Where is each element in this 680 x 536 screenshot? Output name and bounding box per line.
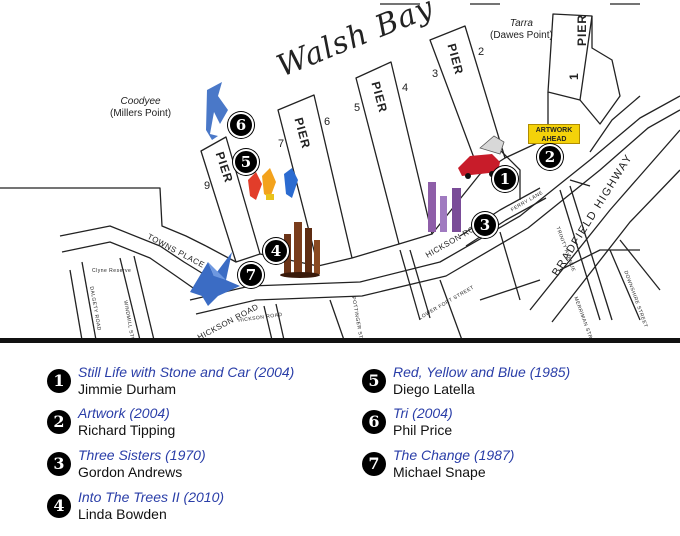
place-label-tarra: Tarra (Dawes Point) <box>490 18 553 42</box>
place-name: Coodyee <box>120 96 161 107</box>
artwork-title[interactable]: Still Life with Stone and Car (2004) <box>78 364 295 380</box>
artist-name: Phil Price <box>393 422 453 438</box>
blue-bird-icon <box>206 82 228 140</box>
artist-name: Richard Tipping <box>78 422 176 438</box>
pier-number: 3 <box>432 68 439 80</box>
artwork-title[interactable]: Artwork (2004) <box>78 405 170 421</box>
map-marker-6[interactable]: 6 <box>228 112 254 138</box>
pier-label: 1 <box>567 72 581 80</box>
pier-number: 9 <box>204 180 211 192</box>
pier-number: 7 <box>278 138 285 150</box>
artwork-title[interactable]: Red, Yellow and Blue (1985) <box>393 364 571 380</box>
artwork-legend: 1 Still Life with Stone and Car (2004) J… <box>0 348 680 536</box>
legend-number: 6 <box>362 410 386 434</box>
artwork-title[interactable]: Into The Trees II (2010) <box>78 489 225 505</box>
map-marker-1[interactable]: 1 <box>492 166 518 192</box>
pier-number: 6 <box>324 116 331 128</box>
artist-name: Jimmie Durham <box>78 381 177 397</box>
map-marker-4[interactable]: 4 <box>263 238 289 264</box>
divider <box>0 338 680 343</box>
blue-origami-icon <box>190 252 240 306</box>
pier-number: 2 <box>478 46 485 58</box>
artist-name: Linda Bowden <box>78 506 167 522</box>
pier-number: 5 <box>354 102 361 114</box>
artwork-title[interactable]: The Change (1987) <box>393 447 515 463</box>
artist-name: Diego Latella <box>393 381 475 397</box>
map-marker-3[interactable]: 3 <box>472 212 498 238</box>
street-label-clyne-reserve: Clyne Reserve <box>92 268 132 274</box>
artist-name: Michael Snape <box>393 464 486 480</box>
artwork-title[interactable]: Three Sisters (1970) <box>78 447 206 463</box>
pier-label: PIER <box>575 13 589 46</box>
place-label-coodyee: Coodyee (Millers Point) <box>110 96 171 120</box>
legend-number: 4 <box>47 494 71 518</box>
artwork-title[interactable]: Tri (2004) <box>393 405 453 421</box>
place-sub: (Millers Point) <box>110 108 172 119</box>
purple-columns-icon <box>428 182 461 232</box>
map-panel: Walsh Bay Coodyee (Millers Point) Tarra … <box>0 0 680 340</box>
legend-number: 5 <box>362 369 386 393</box>
legend-number: 3 <box>47 452 71 476</box>
pier-number: 4 <box>402 82 409 94</box>
legend-number: 2 <box>47 410 71 434</box>
legend-number: 1 <box>47 369 71 393</box>
artist-name: Gordon Andrews <box>78 464 183 480</box>
map-marker-7[interactable]: 7 <box>238 262 264 288</box>
map-marker-5[interactable]: 5 <box>233 149 259 175</box>
artwork-ahead-sign: ARTWORK AHEAD <box>528 124 580 144</box>
place-name: Tarra <box>509 18 533 29</box>
map-marker-2[interactable]: 2 <box>537 144 563 170</box>
place-sub: (Dawes Point) <box>490 30 553 41</box>
colored-figures-icon <box>248 168 298 200</box>
map-drawing <box>0 3 680 340</box>
legend-number: 7 <box>362 452 386 476</box>
